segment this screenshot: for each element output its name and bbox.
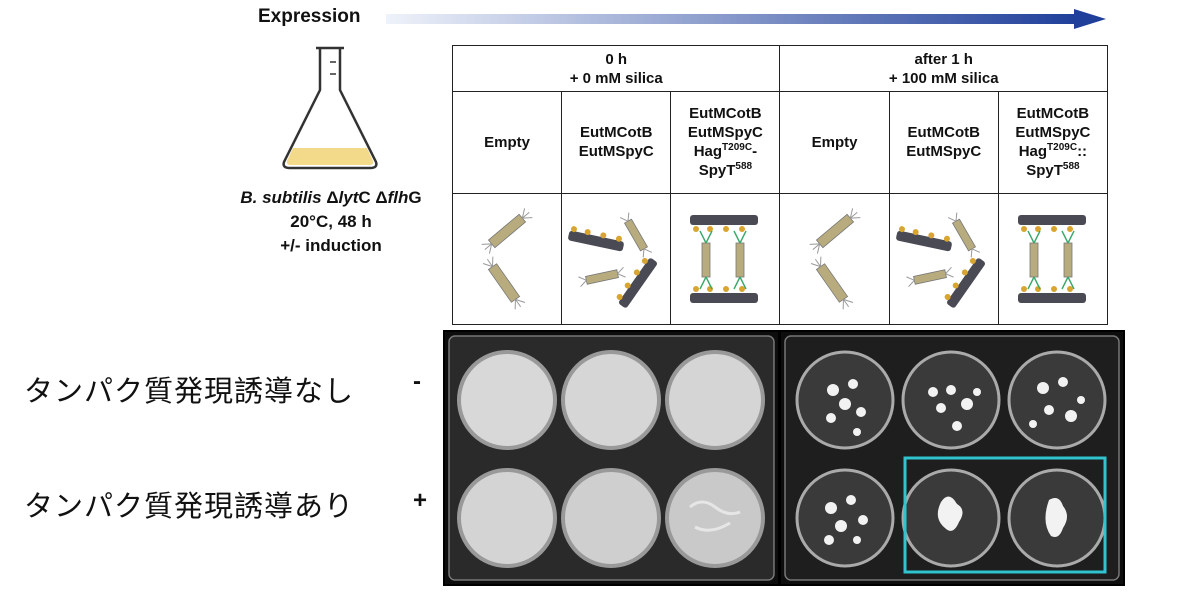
strain-description: B. subtilis ΔlytC ΔflhG 20°C, 48 h +/- i… <box>213 186 449 258</box>
strain-line: B. subtilis ΔlytC ΔflhG <box>240 188 422 207</box>
expression-arrow <box>386 9 1106 29</box>
strain-empty-1h: Empty <box>779 91 890 194</box>
cartoon-cotb-spyc-1h <box>888 192 999 326</box>
group-header-0h: 0 h + 0 mM silica <box>451 44 781 93</box>
strain-empty-0h: Empty <box>451 91 563 194</box>
plate-photo-1h <box>779 330 1125 586</box>
conditions-table: 0 h + 0 mM silica after 1 h + 100 mM sil… <box>451 44 1109 326</box>
expression-label: Expression <box>258 6 361 27</box>
well-row-plus <box>457 468 765 568</box>
cartoon-hag-fusion-1h <box>997 192 1109 326</box>
cartoon-empty-0h <box>451 192 563 326</box>
row-label-no-induction: タンパク質発現誘導なし <box>24 374 355 408</box>
induction-note: +/- induction <box>280 236 382 255</box>
row-label-induction: タンパク質発現誘導あり <box>24 489 355 523</box>
cartoon-cotb-spyc-0h <box>561 192 672 326</box>
plate-photo-0h <box>443 330 780 586</box>
well-row-minus <box>457 350 765 450</box>
group-header-1h: after 1 h + 100 mM silica <box>779 44 1108 93</box>
row-sign-plus: + <box>413 487 428 514</box>
cartoon-empty-1h <box>779 192 890 326</box>
highlight-box <box>903 456 1107 574</box>
cartoon-hag-fusion-0h <box>670 192 781 326</box>
culture-conditions: 20°C, 48 h <box>290 212 372 231</box>
row-sign-minus: - <box>413 368 421 395</box>
flask-icon <box>282 46 378 170</box>
